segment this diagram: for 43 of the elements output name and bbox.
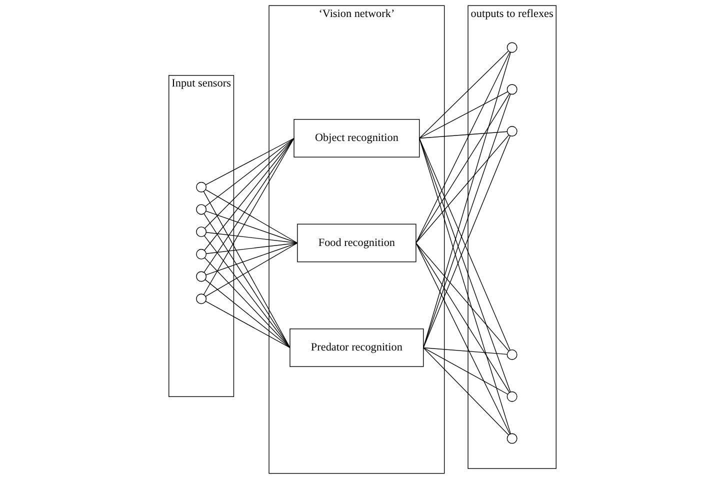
node-point xyxy=(506,349,518,360)
connector xyxy=(416,242,510,393)
connector xyxy=(205,189,298,244)
connector xyxy=(416,242,510,352)
connector xyxy=(423,347,509,436)
node-point xyxy=(506,433,518,444)
connector xyxy=(205,242,298,297)
node-box: Food recognition xyxy=(297,224,416,262)
node-point xyxy=(506,42,518,53)
connector xyxy=(206,232,298,244)
node-point xyxy=(196,182,207,192)
connector xyxy=(206,242,298,276)
node-point xyxy=(196,204,207,215)
connector xyxy=(204,138,294,229)
connector xyxy=(204,235,290,348)
connector xyxy=(204,138,294,207)
connector xyxy=(419,131,508,139)
connector xyxy=(419,91,508,139)
node-point xyxy=(506,126,518,136)
connector xyxy=(204,257,290,348)
node-point xyxy=(196,248,207,260)
connector xyxy=(416,93,510,244)
connector xyxy=(204,138,294,251)
node-box: Object recognition xyxy=(294,119,420,158)
node-point xyxy=(196,294,207,304)
connector xyxy=(204,279,290,348)
connector xyxy=(205,138,294,186)
connector xyxy=(419,50,509,139)
connector xyxy=(423,347,508,355)
connector xyxy=(416,52,510,244)
connector xyxy=(206,210,298,244)
node-point xyxy=(196,271,207,282)
connector xyxy=(416,134,510,244)
connector xyxy=(416,242,510,434)
connector xyxy=(423,347,508,395)
cluster: outputs to reflexes xyxy=(468,5,556,469)
node-box: Predator recognition xyxy=(290,328,424,367)
node-point xyxy=(506,84,518,95)
node-point xyxy=(506,391,518,402)
connector xyxy=(205,300,290,348)
connector xyxy=(206,242,298,254)
node-point xyxy=(196,226,207,238)
cluster: Input sensors xyxy=(168,75,234,397)
